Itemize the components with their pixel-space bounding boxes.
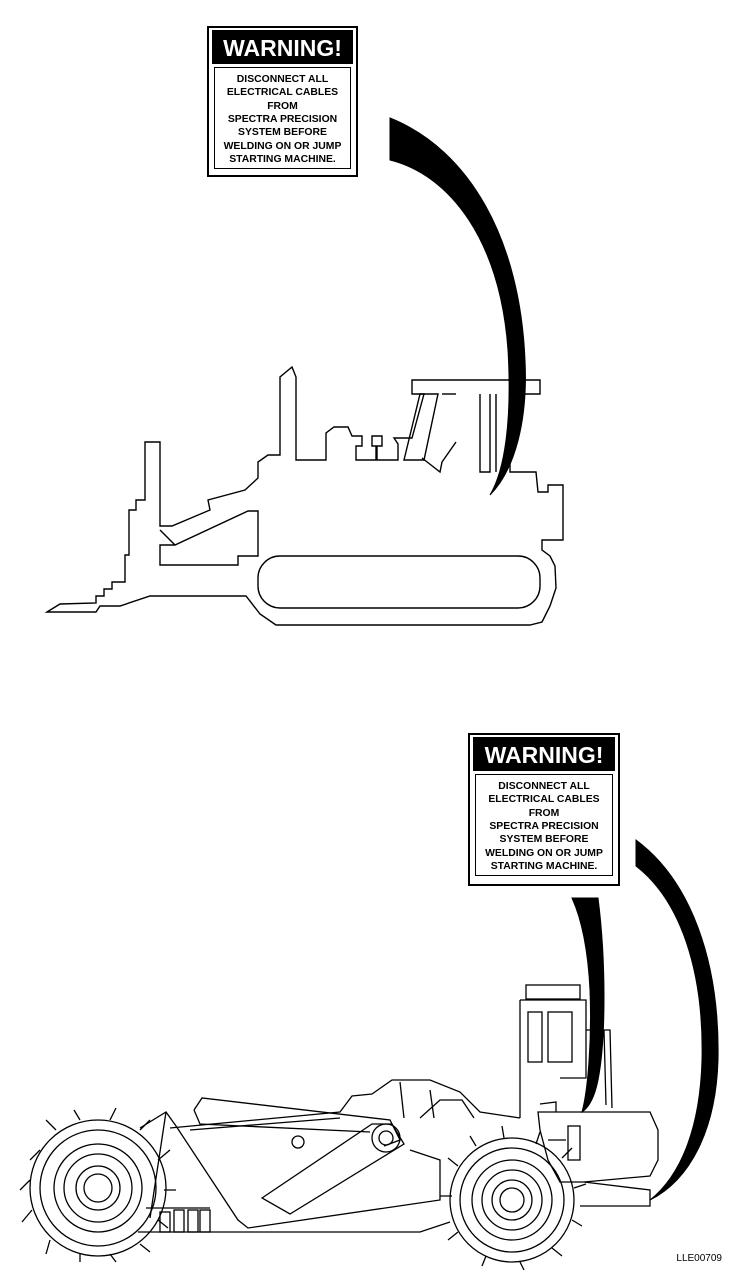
warning-line: WELDING ON OR JUMP: [223, 140, 342, 152]
callout-hook-1: [389, 117, 526, 496]
warning-body: DISCONNECT ALL ELECTRICAL CABLES FROM SP…: [475, 774, 613, 877]
warning-line: SPECTRA PRECISION: [227, 113, 338, 125]
callout-hook-3: [635, 839, 719, 1201]
warning-label: WARNING! DISCONNECT ALL ELECTRICAL CABLE…: [468, 733, 620, 886]
warning-line: FROM: [267, 100, 298, 112]
warning-line: STARTING MACHINE.: [229, 153, 336, 165]
warning-line: WELDING ON OR JUMP: [485, 847, 603, 859]
warning-line: DISCONNECT ALL: [498, 781, 590, 792]
warning-line: SYSTEM BEFORE: [238, 127, 327, 139]
warning-line: SPECTRA PRECISION: [489, 820, 599, 832]
warning-line: ELECTRICAL CABLES: [488, 794, 600, 806]
warning-body: DISCONNECT ALL ELECTRICAL CABLES FROM SP…: [214, 67, 351, 170]
warning-label: WARNING! DISCONNECT ALL ELECTRICAL CABLE…: [207, 26, 358, 177]
warning-header: WARNING!: [212, 30, 353, 64]
warning-line: DISCONNECT ALL: [236, 74, 329, 85]
callout-hook-2: [571, 897, 605, 1114]
warning-line: FROM: [528, 807, 560, 819]
warning-line: STARTING MACHINE.: [490, 860, 598, 872]
warning-line: ELECTRICAL CABLES: [226, 87, 339, 99]
warning-header: WARNING!: [473, 737, 615, 771]
bulldozer-illustration: [44, 365, 564, 626]
warning-line: SYSTEM BEFORE: [499, 834, 589, 846]
figure-id: LLE00709: [676, 1253, 722, 1264]
scraper-illustration: [19, 984, 659, 1271]
